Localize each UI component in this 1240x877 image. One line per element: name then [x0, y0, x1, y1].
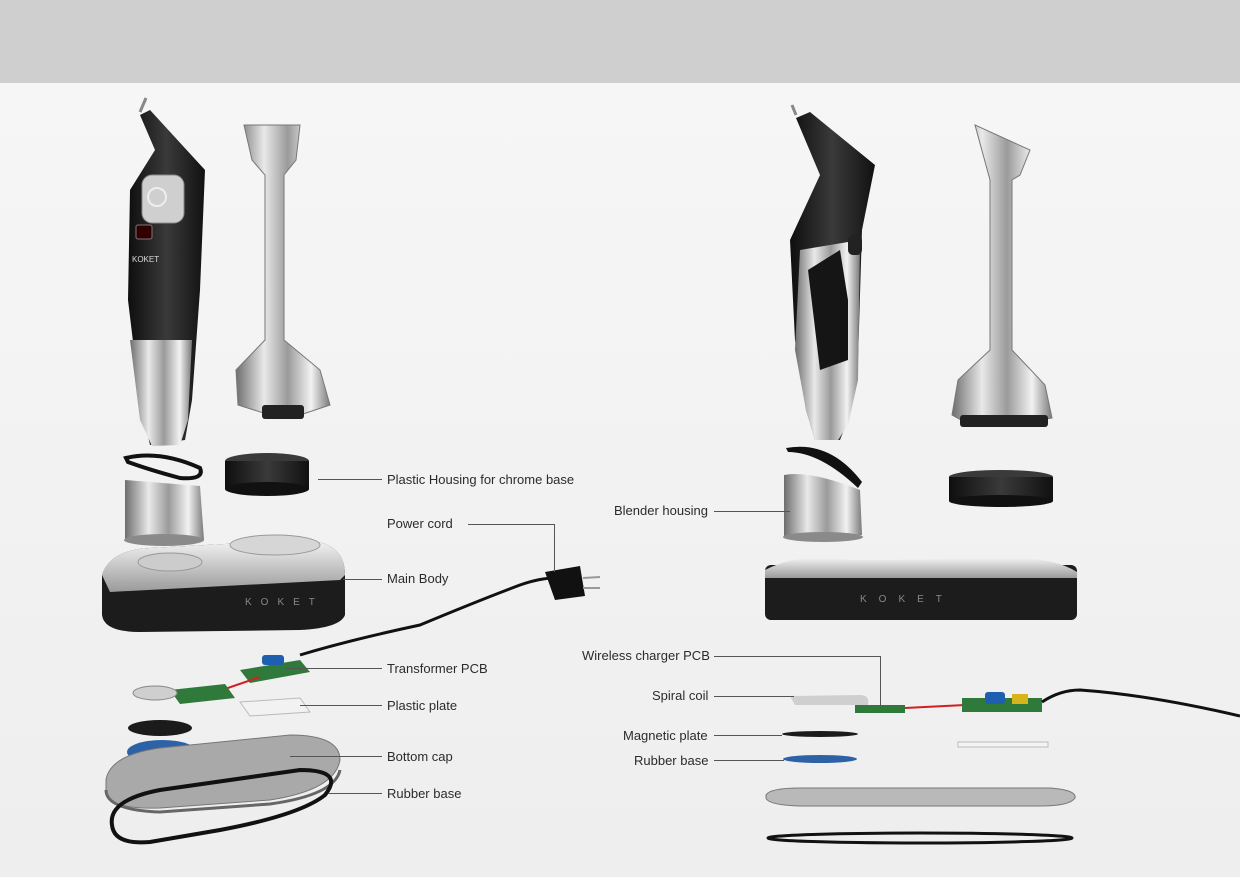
label-plastic-housing: Plastic Housing for chrome base: [387, 472, 575, 487]
label-blender-housing: Blender housing: [614, 503, 708, 518]
label-magnetic-plate: Magnetic plate: [623, 728, 708, 743]
left-main-body: KOKET: [102, 534, 345, 632]
left-transformer-pcb: [132, 655, 310, 704]
right-blender-handle: [790, 104, 875, 440]
leader-line-plastic-housing: [318, 479, 382, 480]
right-rubber-base: [766, 831, 1074, 845]
right-blender-shaft: [951, 124, 1053, 427]
left-plastic-plate: [239, 697, 311, 717]
top-banner: [0, 0, 1240, 83]
label-plastic-plate: Plastic plate: [387, 698, 458, 713]
label-spiral-coil: Spiral coil: [652, 688, 709, 703]
left-black-ring: [123, 453, 203, 481]
leader-line-power-cord-drop: [554, 524, 555, 572]
left-blender-shaft: [235, 124, 331, 419]
right-magnetic-plate: [782, 731, 1049, 748]
label-bottom-cap: Bottom cap: [387, 749, 453, 764]
left-chrome-sleeve: [124, 480, 204, 546]
leader-line-magnetic-plate: [714, 735, 782, 736]
leader-line-power-cord: [468, 524, 554, 525]
label-main-body: Main Body: [387, 571, 449, 586]
leader-line-blender-housing: [714, 511, 790, 512]
leader-line-rubber-base-left: [328, 793, 382, 794]
leader-line-rubber-base-right: [714, 760, 784, 761]
label-rubber-base-left: Rubber base: [387, 786, 462, 801]
right-main-body: KOKET: [765, 557, 1077, 620]
leader-line-bottom-cap: [290, 756, 382, 757]
label-wireless-charger-pcb: Wireless charger PCB: [582, 648, 710, 663]
leader-line-plastic-plate: [300, 705, 382, 706]
handle-brand-text: KOKET: [132, 255, 159, 264]
label-transformer-pcb: Transformer PCB: [387, 661, 488, 676]
right-blender-housing: [783, 474, 863, 542]
right-wireless-charger: [790, 688, 1240, 718]
right-rubber-pad: [783, 755, 857, 763]
base-brand-text: KOKET: [245, 597, 324, 608]
right-base-brand-text: KOKET: [860, 594, 954, 605]
leader-line-wireless-charger: [714, 656, 880, 657]
right-bottom-plate: [765, 787, 1076, 807]
leader-line-wireless-charger-drop: [880, 656, 881, 706]
label-power-cord: Power cord: [387, 516, 453, 531]
leader-line-main-body: [343, 579, 382, 580]
leader-line-spiral-coil: [714, 696, 794, 697]
right-black-ring: [786, 446, 862, 488]
left-rubber-base: [109, 767, 333, 845]
left-magnet-disc: [128, 720, 192, 736]
left-plastic-housing: [225, 453, 309, 496]
left-power-cord: [299, 566, 601, 657]
right-chrome-base-housing: [949, 470, 1053, 507]
label-rubber-base-right: Rubber base: [634, 753, 709, 768]
left-blender-handle: KOKET: [128, 97, 205, 446]
leader-line-transformer-pcb: [286, 668, 382, 669]
